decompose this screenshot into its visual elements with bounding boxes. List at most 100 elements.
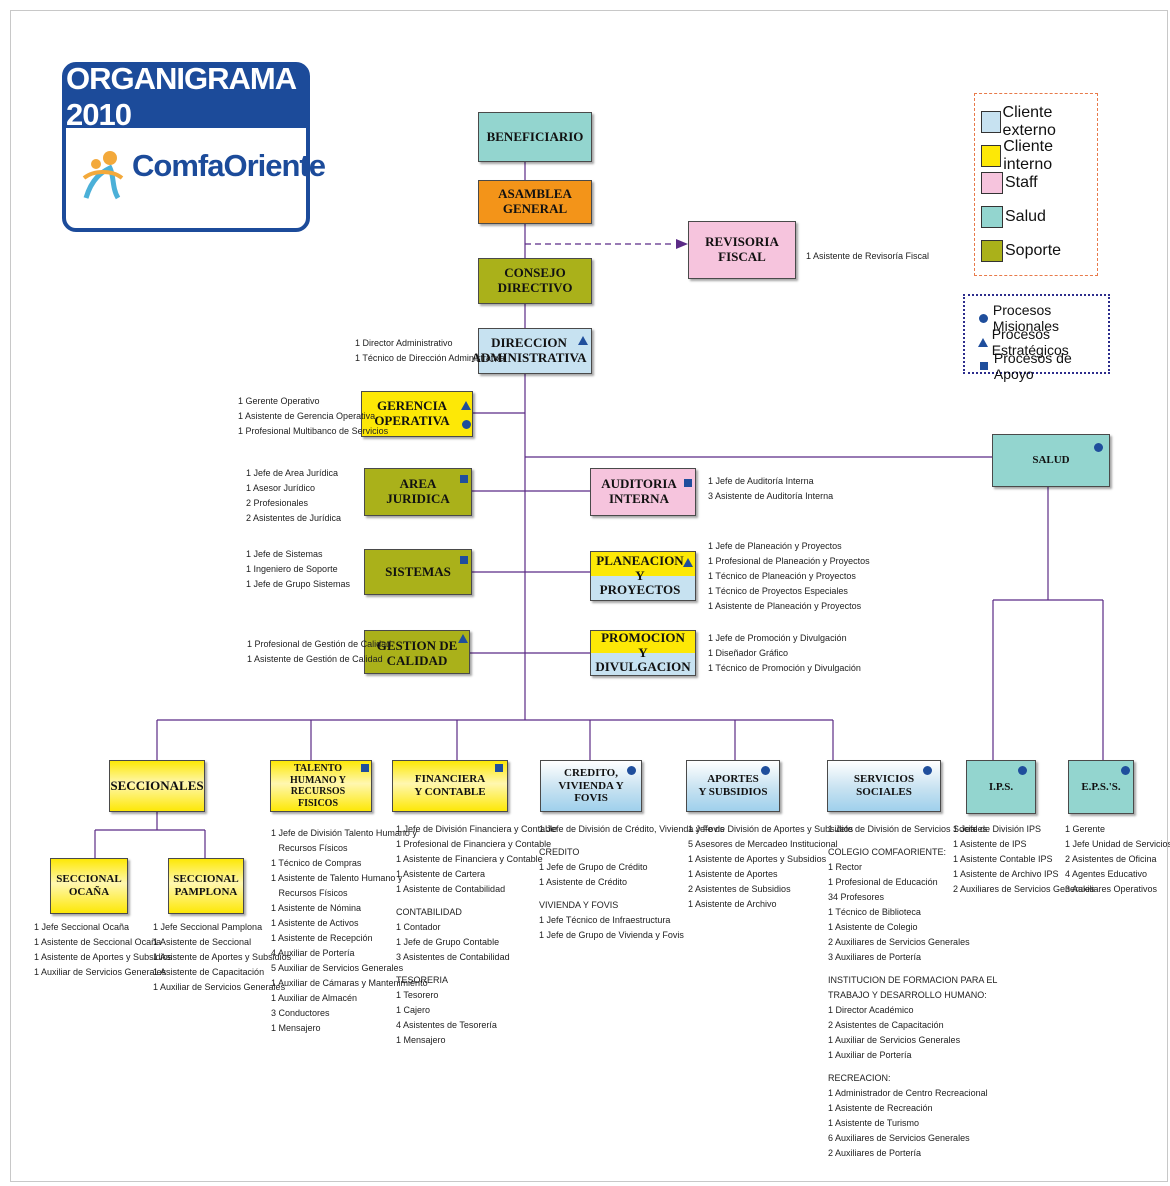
staff-line: 1 Auxiliar de Servicios Generales [828, 1035, 961, 1045]
staff-line: 3 Asistentes de Contabilidad [396, 952, 510, 962]
staff-line: 1 Jefe Seccional Pamplona [153, 922, 263, 932]
legend-label: Salud [1005, 208, 1046, 225]
staff-line: 2 Auxiliares de Portería [828, 1148, 922, 1158]
square-icon [980, 362, 989, 370]
staff-list-credito: 1 Jefe de División de Crédito, Vivienda … [539, 822, 724, 943]
staff-line: TRABAJO Y DESARROLLO HUMANO: [828, 990, 987, 1000]
staff-line: 1 Jefe de Auditoría Interna [708, 476, 814, 486]
staff-list-auditoria: 1 Jefe de Auditoría Interna 3 Asistente d… [708, 474, 833, 504]
staff-line: 1 Técnico de Planeación y Proyectos [708, 571, 856, 581]
staff-line: 34 Profesores [828, 892, 885, 902]
legend-item: Procesos Misionales [975, 302, 1108, 334]
staff-line: 1 Jefe Técnico de Infraestructura [539, 915, 671, 925]
triangle-icon [461, 401, 471, 410]
staff-list-sistemas: 1 Jefe de Sistemas 1 Ingeniero de Soporte… [246, 547, 350, 592]
staff-line: 1 Jefe de Planeación y Proyectos [708, 541, 842, 551]
staff-line: 5 Asesores de Mercadeo Institucional [688, 839, 838, 849]
unit-financiera-contable: FINANCIERA Y CONTABLE [392, 760, 508, 812]
staff-list-talento: 1 Jefe de División Talento Humano y Recu… [271, 826, 428, 1036]
staff-line: 1 Jefe de Grupo de Crédito [539, 862, 648, 872]
legend-item: Soporte [981, 240, 1061, 262]
staff-list-aportes: 1 Jefe de División de Aportes y Subsidio… [688, 822, 853, 912]
staff-line: 1 Contador [396, 922, 441, 932]
staff-line: 1 Asistente de Talento Humano y [271, 873, 403, 883]
staff-line: COLEGIO COMFAORIENTE: [828, 847, 947, 857]
staff-line: 1 Jefe de Sistemas [246, 549, 323, 559]
staff-line: 1 Asesor Jurídico [246, 483, 316, 493]
staff-list-revisoria: 1 Asistente de Revisoría Fiscal [806, 249, 929, 264]
legend-item: Cliente interno [981, 138, 1097, 174]
staff-line: 1 Auxiliar de Almacén [271, 993, 358, 1003]
circle-icon [979, 313, 989, 323]
staff-line: 1 Profesional Multibanco de Servicios [238, 426, 389, 436]
staff-line: 1 Ingeniero de Soporte [246, 564, 338, 574]
unit-asamblea-general: ASAMBLEA GENERAL [478, 180, 592, 224]
staff-line: 1 Administrador de Centro Recreacional [828, 1088, 988, 1098]
legend-item: Staff [981, 172, 1038, 194]
staff-line: 2 Profesionales [246, 498, 309, 508]
staff-line: 1 Asistente de Aportes [688, 869, 778, 879]
staff-line: 1 Gerente Operativo [238, 396, 320, 406]
staff-line: 1 Jefe de División Financiera y Contable [396, 824, 558, 834]
triangle-icon [683, 558, 693, 567]
staff-line: 1 Asistente de Cartera [396, 869, 486, 879]
list-spacer [828, 965, 997, 973]
legend-processes: Procesos Misionales Procesos Estratégico… [963, 294, 1110, 382]
staff-line: CONTABILIDAD [396, 907, 462, 917]
staff-line: Recursos Físicos [271, 843, 348, 853]
staff-line: CREDITO [539, 847, 580, 857]
staff-line: 1 Técnico de Dirección Administrativa [355, 353, 505, 363]
staff-line: 1 Asistente de Recepción [271, 933, 373, 943]
unit-salud: SALUD [992, 434, 1110, 487]
staff-line: 1 Auxiliar de Servicios Generales [34, 967, 167, 977]
staff-line: 4 Asistentes de Tesorería [396, 1020, 497, 1030]
staff-line: 1 Jefe Seccional Ocaña [34, 922, 130, 932]
circle-icon [761, 766, 770, 775]
unit-auditoria-interna: AUDITORIA INTERNA [590, 468, 696, 516]
staff-line: 3 Asistente de Auditoría Interna [708, 491, 834, 501]
staff-line: 1 Asistente de IPS [953, 839, 1027, 849]
staff-line: 1 Asistente de Seccional Ocaña [34, 937, 162, 947]
staff-line: 1 Auxiliar de Cámaras y Mantenimiento [271, 978, 428, 988]
staff-line: 1 Asistente de Turismo [828, 1118, 920, 1128]
family-icon [82, 151, 124, 200]
triangle-icon [978, 337, 989, 347]
legend-swatch [981, 206, 1003, 228]
staff-line: 1 Técnico de Proyectos Especiales [708, 586, 848, 596]
brand-name: ComfaOriente [132, 148, 326, 183]
unit-sistemas: SISTEMAS [364, 549, 472, 595]
unit-servicios-sociales: SERVICIOS SOCIALES [827, 760, 941, 812]
legend-swatch [981, 240, 1003, 262]
staff-line: 1 Jefe de Area Jurídica [246, 468, 339, 478]
logo-badge: ORGANIGRAMA 2010 ComfaOriente [62, 61, 326, 232]
staff-line: RECREACION: [828, 1073, 891, 1083]
staff-line: 2 Asistentes de Capacitación [828, 1020, 944, 1030]
staff-line: 1 Asistente de Archivo IPS [953, 869, 1059, 879]
unit-credito-vivienda: CREDITO, VIVIENDA Y FOVIS [540, 760, 642, 812]
staff-line: 4 Agentes Educativo [1065, 869, 1148, 879]
staff-line: INSTITUCION DE FORMACION PARA EL [828, 975, 998, 985]
staff-line: 1 Asistente de Gestión de Calidad [247, 654, 383, 664]
triangle-icon [578, 336, 588, 345]
staff-line: 1 Jefe de División Talento Humano y [271, 828, 417, 838]
legend-label: Staff [1005, 174, 1038, 191]
staff-line: 1 Jefe Unidad de Servicios de Salud [1065, 839, 1170, 849]
unit-gestion-calidad: GESTION DE CALIDAD [364, 630, 470, 674]
staff-line: VIVIENDA Y FOVIS [539, 900, 619, 910]
legend-item: Procesos de Apoyo [975, 350, 1108, 382]
staff-line: 1 Asistente de Gerencia Operativa [238, 411, 376, 421]
legend-swatch [981, 111, 1001, 133]
staff-list-servicios: 1 Jefe de División de Servicios Sociales… [828, 822, 997, 1161]
staff-line: 1 Técnico de Promoción y Divulgación [708, 663, 861, 673]
staff-line: 6 Auxiliares de Servicios Generales [828, 1133, 970, 1143]
staff-line: 3 Auxiliares Operativos [1065, 884, 1158, 894]
circle-icon [1018, 766, 1027, 775]
unit-seccionales: SECCIONALES [109, 760, 205, 812]
unit-aportes-subsidios: APORTES Y SUBSIDIOS [686, 760, 780, 812]
unit-seccional-pamplona: SECCIONAL PAMPLONA [168, 858, 244, 914]
circle-icon [923, 766, 932, 775]
staff-line: 1 Asistente de Financiera y Contable [396, 854, 543, 864]
